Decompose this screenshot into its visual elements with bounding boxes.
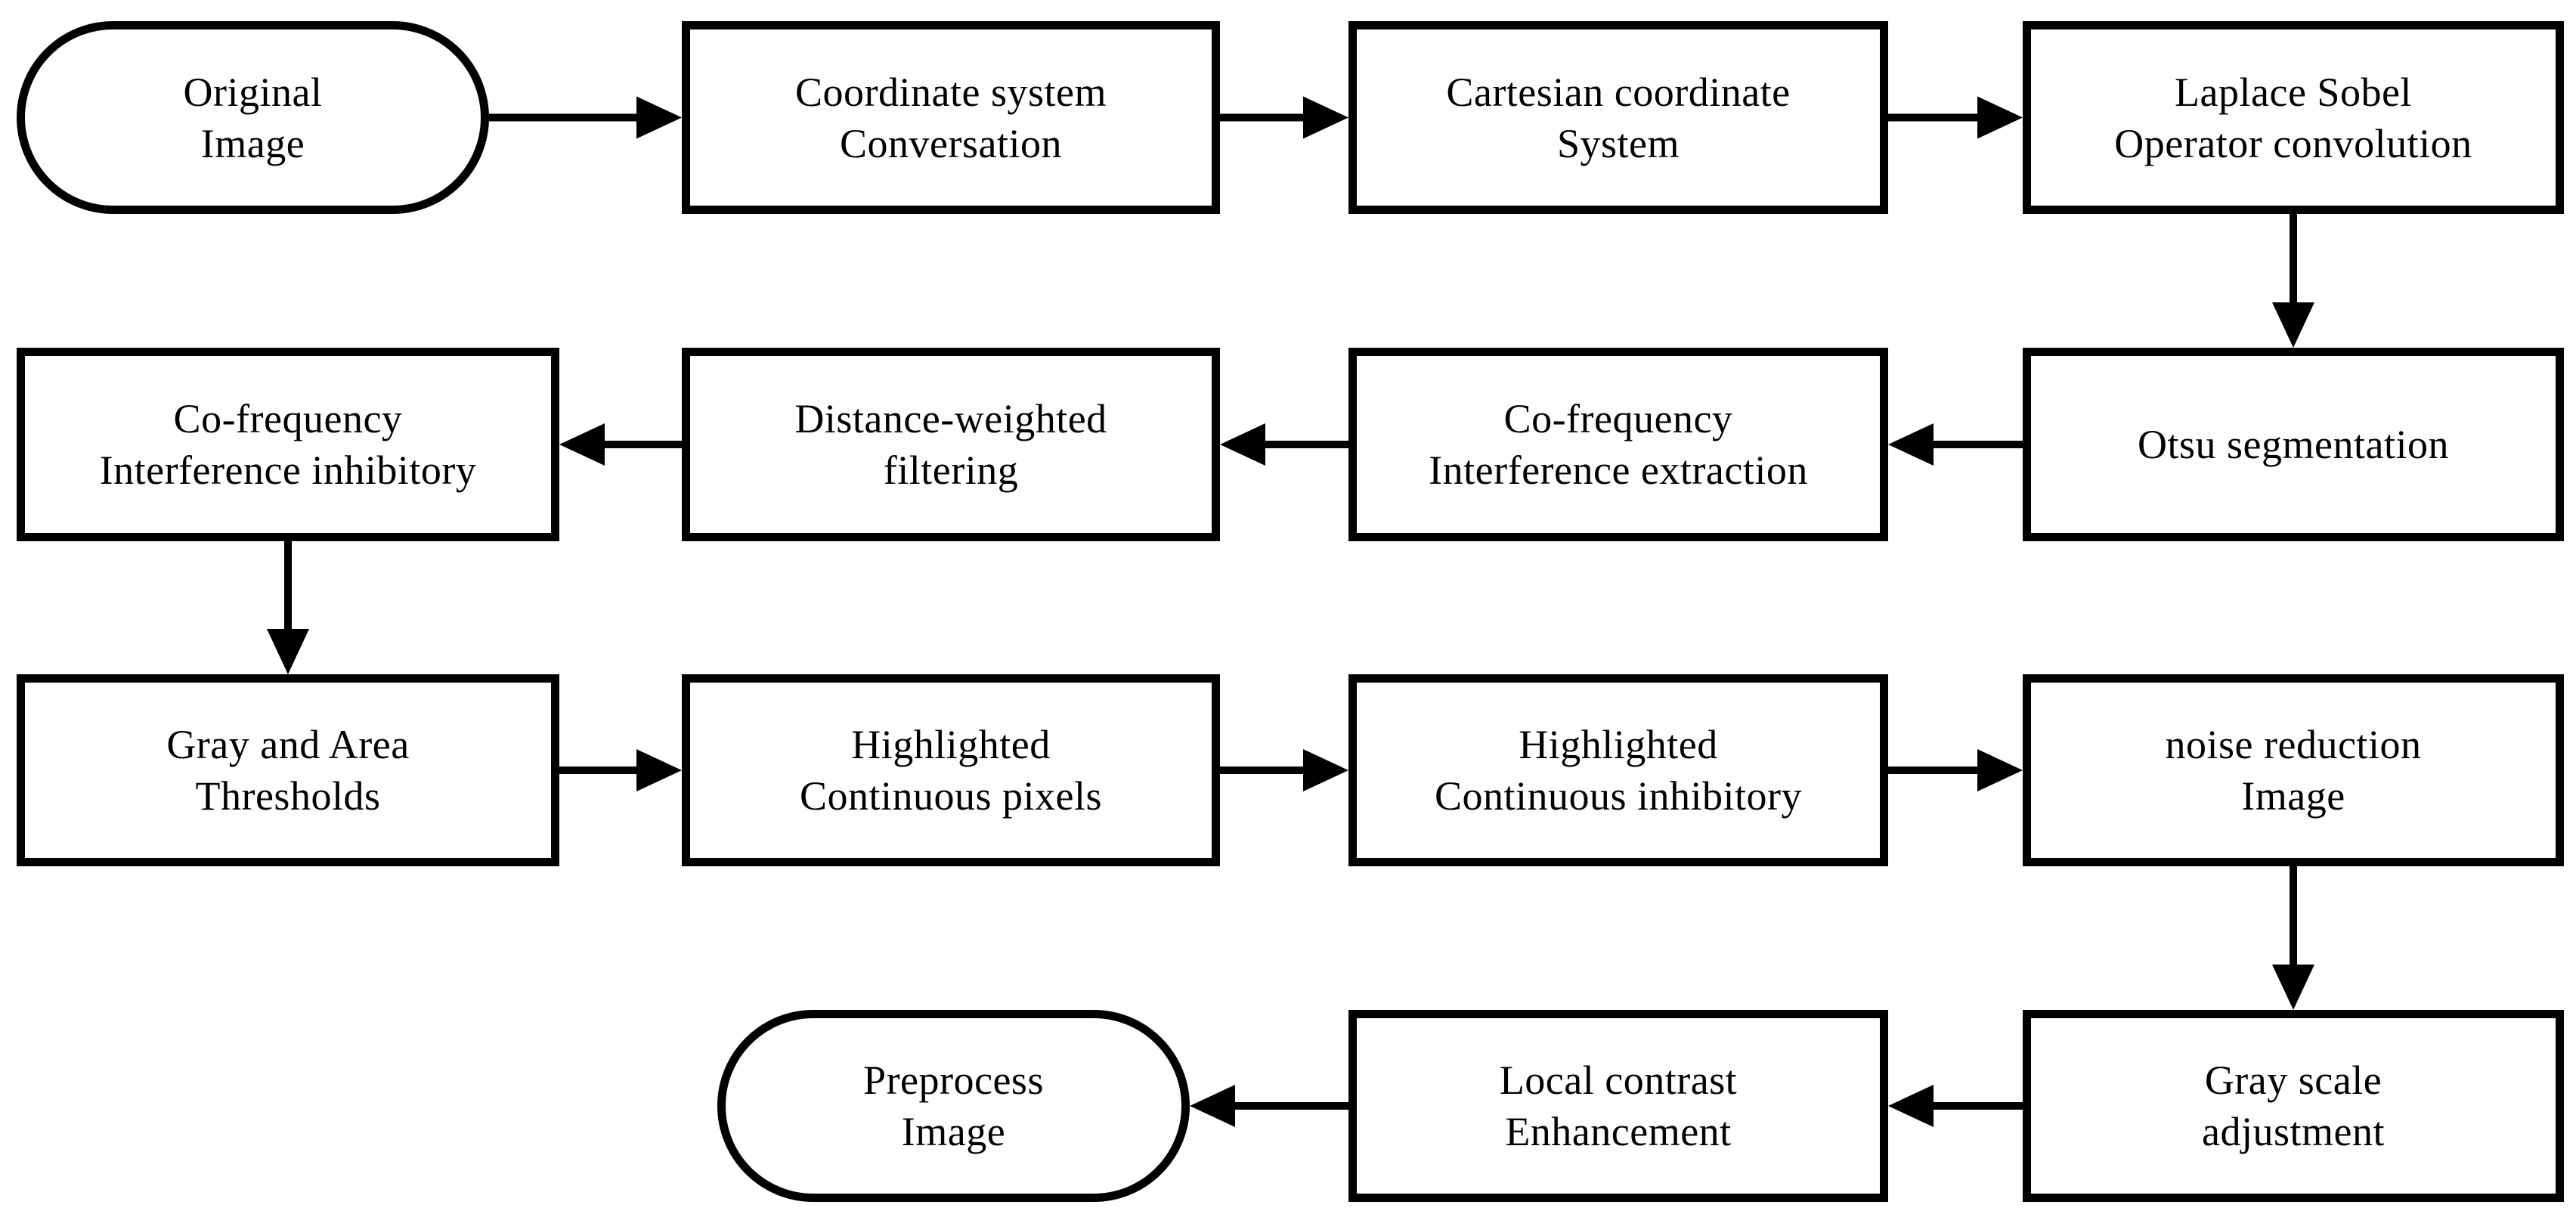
- node-laplace-sobel-operator-convolution: Laplace Sobel Operator convolution: [2023, 21, 2564, 214]
- node-label: Original Image: [183, 69, 323, 166]
- node-label: Local contrast Enhancement: [1499, 1058, 1738, 1154]
- node-coordinate-system-conversation: Coordinate system Conversation: [682, 21, 1220, 214]
- node-highlighted-continuous-inhibitory: Highlighted Continuous inhibitory: [1348, 674, 1888, 866]
- node-label: Otsu segmentation: [2138, 422, 2449, 467]
- node-label: Distance-weighted filtering: [794, 396, 1107, 493]
- node-distance-weighted-filtering: Distance-weighted filtering: [682, 348, 1220, 541]
- node-label: Co-frequency Interference extraction: [1429, 396, 1808, 493]
- node-label: noise reduction Image: [2165, 722, 2422, 819]
- node-label: Cartesian coordinate System: [1446, 69, 1791, 166]
- node-gray-scale-adjustment: Gray scale adjustment: [2023, 1010, 2564, 1202]
- node-label: Coordinate system Conversation: [795, 69, 1107, 166]
- node-label: Gray scale adjustment: [2202, 1058, 2385, 1154]
- node-co-frequency-interference-extraction: Co-frequency Interference extraction: [1348, 348, 1888, 541]
- node-noise-reduction-image: noise reduction Image: [2023, 674, 2564, 866]
- node-label: Gray and Area Thresholds: [166, 722, 410, 819]
- node-highlighted-continuous-pixels: Highlighted Continuous pixels: [682, 674, 1220, 866]
- node-label: Highlighted Continuous pixels: [799, 722, 1103, 819]
- node-cartesian-coordinate-system: Cartesian coordinate System: [1348, 21, 1888, 214]
- node-label: Preprocess Image: [863, 1058, 1044, 1154]
- node-preprocess-image: Preprocess Image: [717, 1010, 1190, 1202]
- node-co-frequency-interference-inhibitory: Co-frequency Interference inhibitory: [17, 348, 559, 541]
- node-gray-and-area-thresholds: Gray and Area Thresholds: [17, 674, 559, 866]
- node-label: Co-frequency Interference inhibitory: [99, 396, 477, 493]
- node-label: Highlighted Continuous inhibitory: [1434, 722, 1803, 819]
- node-original-image: Original Image: [17, 21, 489, 214]
- node-local-contrast-enhancement: Local contrast Enhancement: [1348, 1010, 1888, 1202]
- node-otsu-segmentation: Otsu segmentation: [2023, 348, 2564, 541]
- node-label: Laplace Sobel Operator convolution: [2114, 69, 2472, 166]
